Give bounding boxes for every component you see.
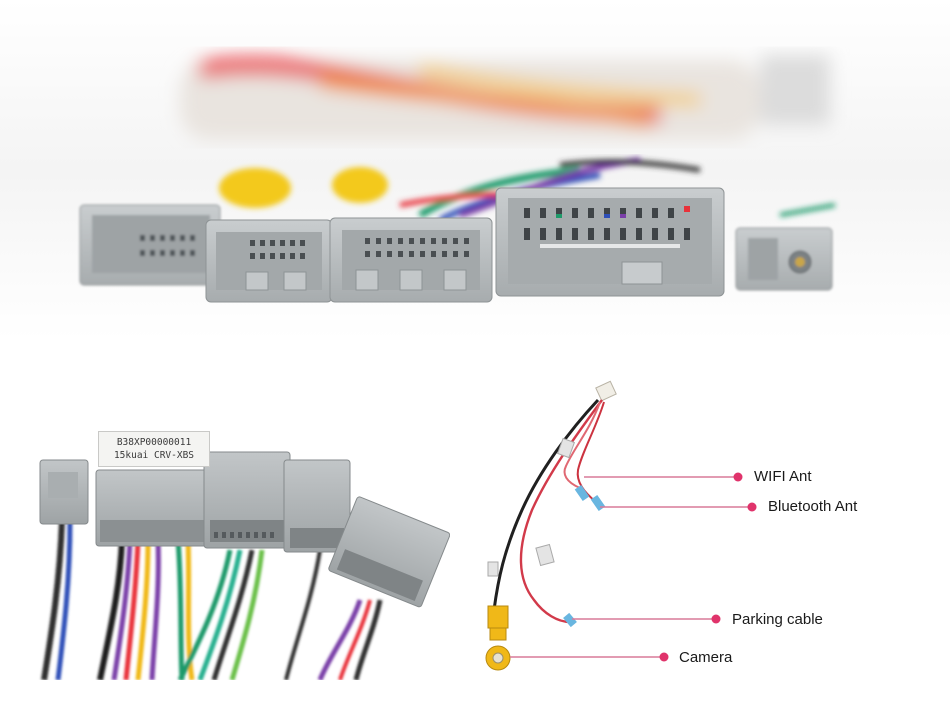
wire-clip-lower [535,543,555,567]
callout-label-wifi: WIFI Ant [754,468,812,485]
connector-main-large [495,187,725,297]
callout-wifi [584,472,743,482]
bluetooth-antenna-tip [590,494,606,512]
harness-connector-left [39,459,89,525]
harness-connector-labeled [95,469,209,547]
parking-cable-tip [563,612,577,628]
harness-wires [41,519,383,680]
connector-antenna-right [735,227,833,291]
connector-small [205,219,333,303]
harness-closeup-illustration [39,451,450,680]
wire-clip [556,437,576,459]
camera-rca-plug [485,605,511,671]
wifi-wire [563,401,601,489]
blurred-background-wires [180,55,830,140]
antenna-camera-cable-photo [470,370,950,700]
wifi-antenna-tip [574,484,590,502]
connector-row-illustration [0,0,950,340]
antenna-camera-cable-illustration [485,380,757,671]
harness-closeup-photo [30,420,450,680]
harness-connector-middle [203,451,291,549]
harness-connector-right-small [283,459,351,553]
black-wire-clip [487,561,499,577]
connector-row-photo [0,0,950,340]
callout-camera [510,652,669,662]
red-wire [519,399,603,624]
callout-label-parking: Parking cable [732,611,823,628]
callout-parking [572,614,721,624]
connector-medium [329,217,493,303]
connector-left-large [79,204,221,286]
callout-label-camera: Camera [679,649,733,666]
part-model: 15kuai CRV-XBS [113,450,195,461]
callout-label-bluetooth: Bluetooth Ant [768,498,858,515]
part-number: B38XP00000011 [116,437,192,448]
midground-wires [219,157,836,223]
connector-part-label: B38XP00000011 15kuai CRV-XBS [98,431,210,467]
black-wire [492,398,600,611]
harness-connector-tilted [328,496,450,608]
callout-bluetooth [600,502,757,512]
top-plug [595,380,617,402]
